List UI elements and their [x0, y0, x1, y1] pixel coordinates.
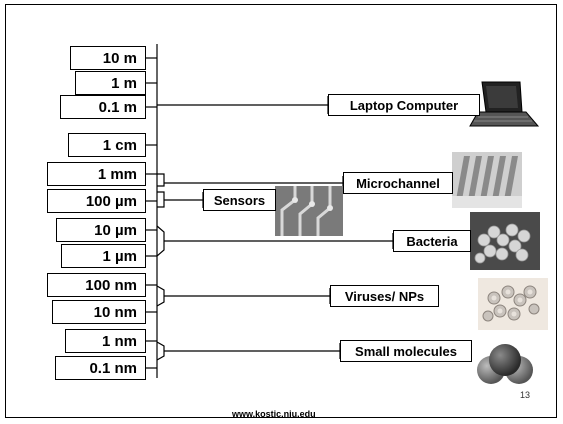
- scale-10m: 10 m: [70, 46, 146, 70]
- laptop-connector: [157, 96, 329, 114]
- footer-url: www.kostic.niu.edu: [232, 409, 316, 419]
- page-number: 13: [520, 390, 531, 400]
- scale-10um: 10 µm: [56, 218, 146, 242]
- viruses-connector: [156, 285, 331, 307]
- bacteria-icon: [470, 212, 540, 270]
- scale-1um: 1 µm: [61, 244, 146, 268]
- microchannel-icon: [452, 152, 522, 208]
- scale-1m: 1 m: [75, 71, 146, 95]
- label-laptop-computer: Laptop Computer: [328, 94, 480, 116]
- scale-10nm: 10 nm: [52, 300, 146, 324]
- ruler-ticks: [145, 57, 157, 369]
- sensors-connector: [157, 191, 204, 208]
- scale-100um: 100 µm: [47, 189, 146, 213]
- scale-100nm: 100 nm: [47, 273, 146, 297]
- label-small-molecules: Small molecules: [340, 340, 472, 362]
- scale-1nm: 1 nm: [65, 329, 146, 353]
- scale-1cm: 1 cm: [68, 133, 146, 157]
- scale-1mm: 1 mm: [47, 162, 146, 186]
- label-viruses-nps: Viruses/ NPs: [330, 285, 439, 307]
- molecule-icon: [477, 344, 533, 384]
- scale-0-1m: 0.1 m: [60, 95, 146, 119]
- molecules-connector: [156, 341, 341, 361]
- laptop-icon: [469, 81, 540, 127]
- sensors-icon: [275, 186, 343, 236]
- label-microchannel: Microchannel: [343, 172, 453, 194]
- label-bacteria: Bacteria: [393, 230, 471, 252]
- scale-0-1nm: 0.1 nm: [55, 356, 146, 380]
- virus-icon: [478, 278, 548, 330]
- label-sensors: Sensors: [203, 189, 276, 211]
